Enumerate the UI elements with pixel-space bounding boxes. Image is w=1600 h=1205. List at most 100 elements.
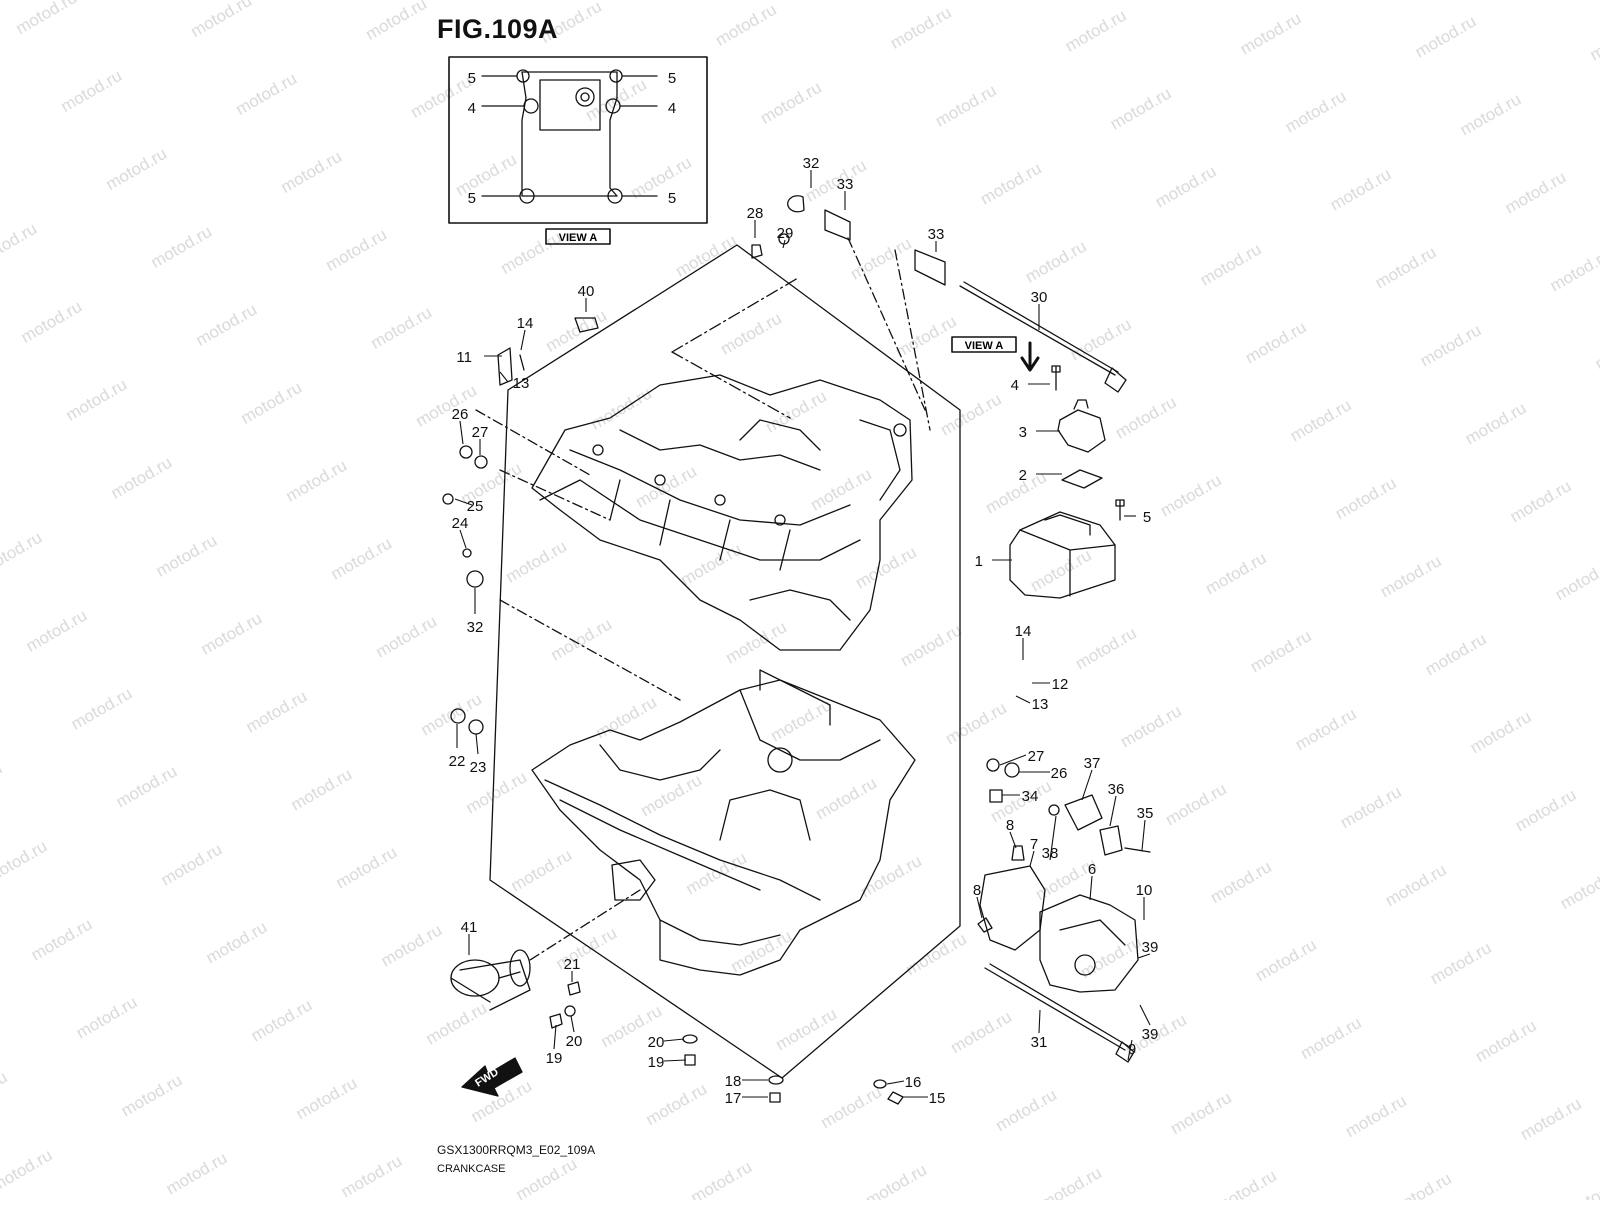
leader-line (1009, 831, 1017, 849)
callout-number: 5 (468, 70, 476, 87)
callout-number: 9 (1128, 1041, 1136, 1058)
callout-number: 10 (1136, 882, 1153, 899)
leader-line (1109, 795, 1117, 827)
leader-line (1015, 695, 1031, 704)
oil-pump-cover-assembly (977, 758, 1151, 993)
dowel-pins-33 (787, 195, 946, 431)
leader-line (454, 498, 473, 506)
leader-line (459, 420, 464, 445)
leader-line (1049, 815, 1057, 861)
callout-number: 33 (928, 226, 945, 243)
callout-number: 19 (648, 1054, 665, 1071)
callout-number: 36 (1108, 781, 1125, 798)
breather-cover-assembly (1009, 365, 1125, 599)
callout-number: 21 (564, 956, 581, 973)
callout-number: 27 (472, 424, 489, 441)
callout-number: 14 (517, 315, 534, 332)
callout-number: 8 (973, 882, 981, 899)
callout-number: 32 (467, 619, 484, 636)
callout-number: 12 (1052, 676, 1069, 693)
figure-title: FIG.109A (437, 14, 559, 44)
leader-line (663, 1059, 687, 1062)
oil-filter-41 (450, 889, 641, 1011)
leader-line (886, 1080, 905, 1085)
callout-number: 26 (1051, 765, 1068, 782)
leader-line (1089, 875, 1093, 901)
callout-number: 13 (513, 375, 530, 392)
callout-number: 35 (1137, 805, 1154, 822)
left-side-fasteners (442, 233, 790, 735)
leader-line (782, 239, 786, 249)
callout-number: 22 (449, 753, 466, 770)
leader-line (1137, 953, 1151, 959)
callout-number: 16 (905, 1074, 922, 1091)
leader-lines (454, 170, 1151, 1098)
callout-number: 1 (975, 553, 983, 570)
leader-line (570, 1015, 575, 1033)
leader-line (475, 733, 479, 755)
callout-number: 6 (1088, 861, 1096, 878)
callout-number: 23 (470, 759, 487, 776)
callout-number: 4 (668, 100, 676, 117)
view-a-label-box-inset (545, 228, 611, 245)
callout-number: 29 (777, 225, 794, 242)
callout-number: 39 (1142, 939, 1159, 956)
callout-number: 19 (546, 1050, 563, 1067)
callout-number: 31 (1031, 1034, 1048, 1051)
callout-number: 15 (929, 1090, 946, 1107)
leader-line (459, 529, 467, 549)
view-a-inset (448, 56, 708, 224)
callout-number: 5 (1143, 509, 1151, 526)
callout-number: 8 (1006, 817, 1014, 834)
callout-number: 4 (1011, 377, 1019, 394)
callout-number: 2 (1019, 467, 1027, 484)
lower-crankcase (531, 669, 916, 976)
callout-number: 18 (725, 1073, 742, 1090)
view-a-label-inset: VIEW A (559, 232, 598, 244)
callout-number: 33 (837, 176, 854, 193)
leader-line (499, 371, 509, 383)
leader-line (999, 754, 1027, 766)
view-a-label-main: VIEW A (965, 340, 1004, 352)
callout-number: 11 (456, 349, 472, 366)
upper-crankcase (531, 374, 913, 651)
view-arrow-icon (1020, 341, 1040, 372)
crankcase-outline-box (489, 244, 961, 1079)
bolt-30 (959, 281, 1127, 393)
leader-line (663, 1038, 685, 1042)
leader-line (1081, 769, 1093, 801)
callout-number: 20 (648, 1034, 665, 1051)
callout-number: 28 (747, 205, 764, 222)
figure-code: GSX1300RRQM3_E02_109A (437, 1143, 596, 1157)
callout-number: 4 (468, 100, 476, 117)
callout-number: 13 (1032, 696, 1049, 713)
callout-number: 25 (467, 498, 484, 515)
callout-number: 41 (461, 919, 478, 936)
callout-number: 40 (578, 283, 595, 300)
leader-line (520, 329, 526, 351)
leader-line (553, 1024, 557, 1050)
callout-number: 30 (1031, 289, 1048, 306)
callout-number: 7 (1030, 836, 1038, 853)
callout-number: 32 (803, 155, 820, 172)
callout-number: 5 (668, 190, 676, 207)
leader-line (1127, 1039, 1133, 1061)
leader-line (1141, 819, 1146, 851)
leader-line (976, 896, 983, 919)
callout-number: 14 (1015, 623, 1032, 640)
callout-number: 24 (452, 515, 469, 532)
figure-name: CRANKCASE (437, 1163, 506, 1175)
view-a-label-box-main (951, 336, 1017, 353)
fwd-arrow-icon (461, 1057, 523, 1097)
leader-line (1139, 1004, 1151, 1026)
leader-line (1029, 850, 1035, 867)
bottom-fasteners (549, 981, 904, 1105)
leader-line (1038, 1009, 1041, 1034)
callout-number: 20 (566, 1033, 583, 1050)
callout-number: 27 (1028, 748, 1045, 765)
callout-number: 3 (1019, 424, 1027, 441)
callout-number: 37 (1084, 755, 1101, 772)
